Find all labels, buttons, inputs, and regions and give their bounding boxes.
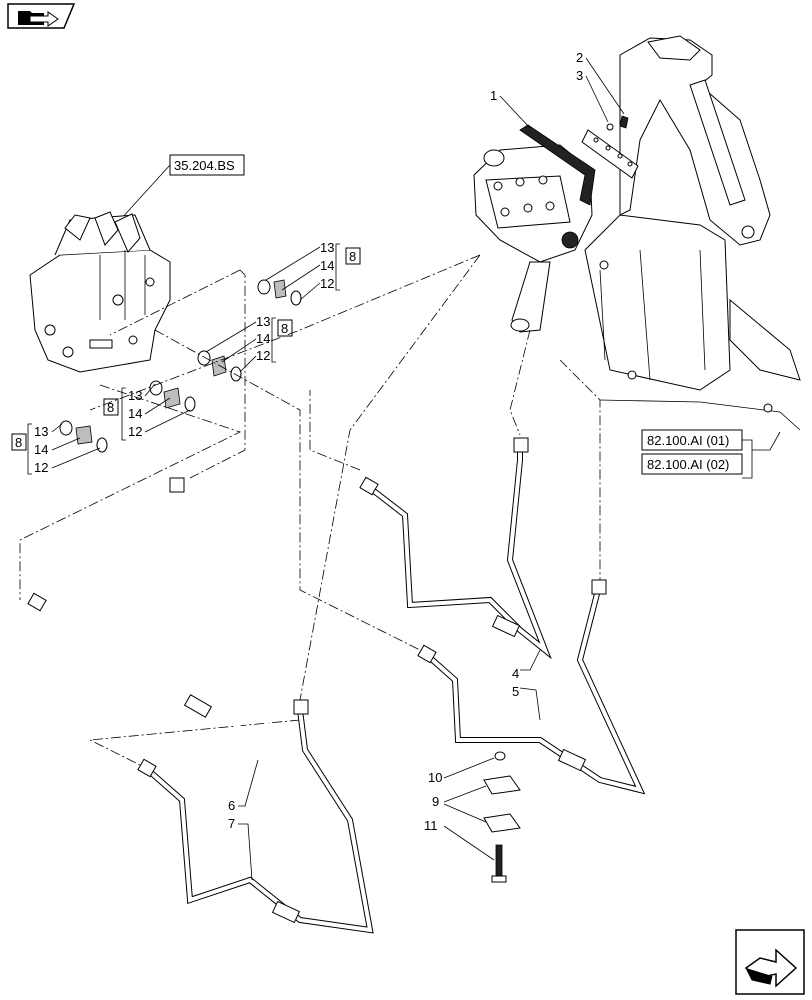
clamp-bolt-11 — [491, 844, 507, 883]
valve-reference-box[interactable]: 35.204.BS — [169, 154, 245, 176]
callout-4: 4 — [512, 666, 519, 681]
callout-13-b: 13 — [256, 314, 270, 329]
fitting-group-d — [59, 420, 108, 453]
hose-assembly-4 — [359, 437, 552, 660]
callout-10: 10 — [428, 770, 442, 785]
callout-2: 2 — [576, 50, 583, 65]
callout-12-b: 12 — [256, 348, 270, 363]
callout-8-d: 8 — [15, 435, 22, 450]
callout-12-a: 12 — [320, 276, 334, 291]
loader-frame-structure — [581, 35, 801, 431]
callout-9: 9 — [432, 794, 439, 809]
hose-assembly-7 — [137, 699, 374, 934]
callout-3: 3 — [576, 68, 583, 83]
next-page-arrow-icon[interactable] — [735, 929, 805, 995]
bolt-2 — [619, 115, 629, 129]
callout-12-c: 12 — [128, 424, 142, 439]
clamp-plates-9 — [483, 775, 521, 833]
callout-11: 11 — [424, 818, 438, 833]
callout-13-d: 13 — [34, 424, 48, 439]
hose-assembly-5 — [417, 579, 646, 795]
callout-8-a: 8 — [349, 249, 356, 264]
callout-14-c: 14 — [128, 406, 142, 421]
callout-14-d: 14 — [34, 442, 48, 457]
joystick-control-unit — [473, 124, 596, 333]
callout-1: 1 — [490, 88, 497, 103]
control-valve-block — [29, 211, 171, 373]
washer-3 — [606, 123, 614, 131]
callout-5: 5 — [512, 684, 519, 699]
fitting-group-b — [197, 350, 242, 382]
callout-8-c: 8 — [107, 400, 114, 415]
loader-reference-box-1[interactable]: 82.100.AI (01) — [641, 429, 743, 451]
clamp-nut-10 — [494, 751, 506, 761]
callout-12-d: 12 — [34, 460, 48, 475]
folder-back-icon[interactable] — [7, 3, 76, 29]
callout-13-a: 13 — [320, 240, 334, 255]
loader-reference-box-2[interactable]: 82.100.AI (02) — [641, 453, 743, 475]
loader-reference-label-2: 82.100.AI (02) — [647, 457, 729, 472]
callout-14-a: 14 — [320, 258, 334, 273]
fitting-group-a — [257, 279, 302, 306]
callout-7: 7 — [228, 816, 235, 831]
fitting-group-c — [149, 380, 196, 412]
loader-reference-label-1: 82.100.AI (01) — [647, 433, 729, 448]
callout-6: 6 — [228, 798, 235, 813]
callout-8-b: 8 — [281, 321, 288, 336]
valve-reference-label: 35.204.BS — [174, 158, 235, 173]
hose-assembly-6 — [27, 477, 273, 753]
